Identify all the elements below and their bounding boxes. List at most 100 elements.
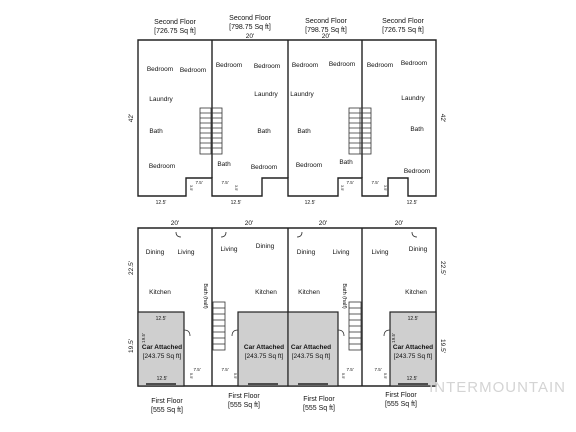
room-label: Bedroom — [367, 62, 393, 69]
room-label: Laundry — [290, 91, 314, 98]
room-label: Bedroom — [329, 61, 355, 68]
dimension-label: 12.5' — [157, 376, 168, 382]
room-label: Living — [372, 249, 389, 256]
floor-title: Second Floor — [154, 19, 196, 26]
dimension-label: 5.5' — [341, 373, 346, 380]
dimension-label: 7.5' — [221, 367, 228, 372]
dimension-label: 7.5' — [346, 180, 353, 185]
room-label: Bedroom — [180, 67, 206, 74]
dimension-label: 12.5' — [408, 316, 419, 322]
floor-area: [726.75 Sq ft] — [382, 27, 424, 34]
dimension-label: 3.5' — [189, 185, 194, 192]
dimension-label: 3.5' — [340, 185, 345, 192]
second-floor-plan — [137, 39, 437, 197]
door-icon — [337, 329, 345, 337]
room-label: Bath — [410, 126, 424, 133]
room-label: Bath — [217, 161, 231, 168]
door-icon — [296, 231, 303, 238]
room-label: Bath — [149, 128, 163, 135]
room-label: Dining — [297, 249, 316, 256]
floor-title: First Floor — [151, 398, 183, 405]
dimension-label: 12.5' — [156, 200, 167, 206]
floor-area: [798.75 Sq ft] — [305, 27, 347, 34]
dimension-label: 20' — [246, 33, 254, 40]
room-label: Living — [333, 249, 350, 256]
dimension-label: 7.5' — [374, 367, 381, 372]
room-label: Bath — [257, 128, 271, 135]
room-label: Bath — [297, 128, 311, 135]
dimension-label: 22.5' — [439, 261, 446, 275]
garage-area-label: [243.75 Sq ft] — [143, 353, 182, 360]
dimension-label: 7.5' — [195, 180, 202, 185]
dimension-label: 12.5' — [305, 200, 316, 206]
floor-area: [555 Sq ft] — [303, 405, 335, 412]
room-label: Kitchen — [298, 289, 320, 296]
floor-title: Second Floor — [382, 18, 424, 25]
room-label: Bath — [339, 159, 353, 166]
door-icon — [175, 231, 182, 238]
garage-label: Car Attached — [291, 344, 331, 351]
dimension-label: 42' — [128, 114, 135, 122]
room-label: Kitchen — [405, 289, 427, 296]
room-label: Laundry — [401, 95, 425, 102]
dimension-label: 22.5' — [128, 261, 135, 275]
room-label: Bedroom — [216, 62, 242, 69]
room-label: Kitchen — [149, 289, 171, 296]
floor-title: Second Floor — [229, 15, 271, 22]
floor-area: [555 Sq ft] — [151, 407, 183, 414]
floor-area: [555 Sq ft] — [228, 402, 260, 409]
garage-area — [137, 311, 185, 387]
floor-title: Second Floor — [305, 18, 347, 25]
room-label: Bedroom — [292, 62, 318, 69]
dimension-label: 12.5' — [231, 200, 242, 206]
room-label: Laundry — [254, 91, 278, 98]
dimension-label: 7.5' — [346, 367, 353, 372]
room-label: Dining — [146, 249, 165, 256]
dimension-label: 7.5' — [221, 180, 228, 185]
dimension-label: 20' — [395, 220, 403, 227]
room-label: Bedroom — [401, 60, 427, 67]
dimension-label: 20' — [319, 220, 327, 227]
dimension-label: 5.5' — [383, 373, 388, 380]
stairs — [212, 301, 226, 351]
dimension-label: 42' — [439, 114, 446, 122]
garage-label: Car Attached — [393, 344, 433, 351]
dimension-label: 3.5' — [383, 185, 388, 192]
room-label: Kitchen — [255, 289, 277, 296]
room-label: Bath (half) — [341, 283, 347, 309]
room-label: Living — [221, 246, 238, 253]
room-label: Bedroom — [404, 168, 430, 175]
room-label: Dining — [256, 243, 275, 250]
stairs — [348, 107, 372, 155]
dimension-label: 20' — [322, 33, 330, 40]
second-floor-outline — [137, 39, 437, 197]
dimension-label: 3.5' — [234, 185, 239, 192]
floor-title: First Floor — [385, 392, 417, 399]
floor-area: [555 Sq ft] — [385, 401, 417, 408]
garage-area — [237, 311, 289, 387]
dimension-label: 12.5' — [407, 200, 418, 206]
stairs — [199, 107, 223, 155]
garage-label: Car Attached — [142, 344, 182, 351]
room-label: Living — [178, 249, 195, 256]
dimension-label: 20' — [171, 220, 179, 227]
dimension-label: 19.5' — [128, 339, 135, 353]
garage-label: Car Attached — [244, 344, 284, 351]
room-label: Bedroom — [251, 164, 277, 171]
dimension-label: 12.5' — [156, 316, 167, 322]
garage-area-label: [243.75 Sq ft] — [245, 353, 284, 360]
door-icon — [231, 329, 239, 337]
dimension-label: 7.5' — [371, 180, 378, 185]
garage-area — [287, 311, 339, 387]
garage-area — [389, 311, 437, 387]
first-floor-plan — [137, 227, 437, 387]
watermark: INTERMOUNTAIN — [429, 379, 566, 396]
garage-area-label: [243.75 Sq ft] — [292, 353, 331, 360]
dimension-label: 12.5' — [407, 376, 418, 382]
door-icon — [383, 329, 391, 337]
room-label: Laundry — [149, 96, 173, 103]
door-icon — [411, 231, 418, 238]
room-label: Bath (half) — [202, 283, 208, 309]
floor-title: First Floor — [303, 396, 335, 403]
room-label: Bedroom — [149, 163, 175, 170]
